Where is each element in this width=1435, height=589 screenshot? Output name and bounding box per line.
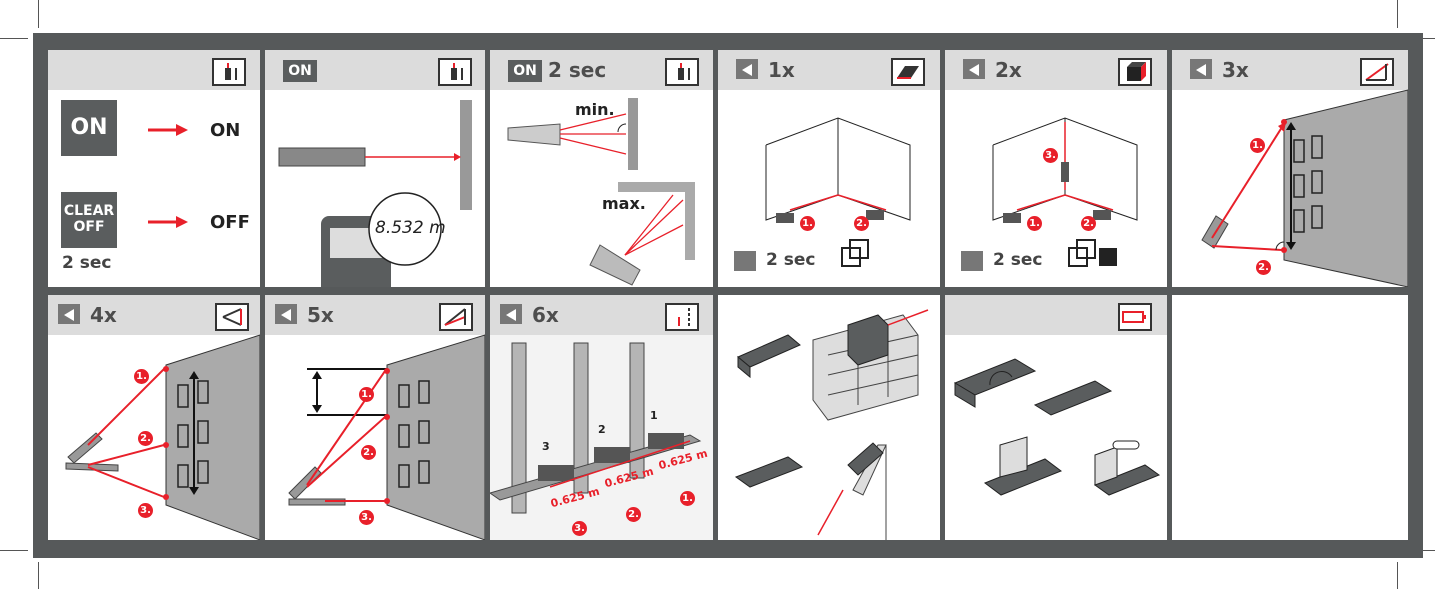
step-2-marker: 2. — [854, 216, 869, 231]
crop-mark — [38, 562, 39, 589]
step-1-marker: 1. — [680, 491, 695, 506]
battery-replacement-illustration — [953, 358, 1161, 496]
max-label: max. — [602, 194, 646, 213]
panel-partial-height: 5x 1. 2. 3. — [265, 295, 485, 540]
header-count: 6x — [532, 303, 559, 327]
step-2-marker: 2. — [138, 431, 153, 446]
laser-reference-icon — [665, 58, 699, 86]
room-illustration — [734, 117, 911, 271]
panel-battery — [945, 295, 1167, 540]
min-label: min. — [575, 100, 615, 119]
crop-mark — [1397, 562, 1398, 589]
header-count: 5x — [307, 303, 334, 327]
step-1-marker: 1. — [1250, 138, 1265, 153]
footer-duration: 2 sec — [766, 250, 816, 270]
header-count: 1x — [768, 58, 795, 82]
header-duration: 2 sec — [548, 58, 607, 82]
step-3-marker: 3. — [1043, 148, 1058, 163]
measure-illustration — [278, 100, 472, 287]
panel-area: 1x 1. 2. 2 sec — [718, 50, 940, 287]
device-mode-icon — [963, 59, 985, 79]
step-3-marker: 3. — [138, 503, 153, 518]
on-badge: ON — [283, 60, 317, 82]
volume-icon — [1118, 58, 1152, 86]
panel-on-measure: ON 8.532 m — [265, 50, 485, 287]
step-1-marker: 1. — [1027, 216, 1042, 231]
reference-positions-illustration — [734, 309, 929, 540]
device-mode-icon — [275, 304, 297, 324]
crop-mark — [1397, 0, 1398, 28]
step-1-marker: 1. — [800, 216, 815, 231]
panel-on-off: ON ON CLEAR OFF 2 sec OFF — [48, 50, 260, 287]
panel-empty — [1172, 295, 1408, 540]
battery-icon — [1118, 303, 1152, 331]
off-result-label: OFF — [210, 212, 250, 233]
stakeout-icon — [665, 303, 699, 331]
panel-stakeout: 6x 3 2 1 0.625 m 0.625 m 0.625 m 1. 2. 3… — [490, 295, 713, 540]
step-3-marker: 3. — [359, 510, 374, 525]
device-mode-icon — [736, 59, 758, 79]
header-count: 3x — [1222, 58, 1249, 82]
step-2-marker: 2. — [1081, 216, 1096, 231]
studwall-illustration — [490, 335, 713, 540]
header-count: 4x — [90, 303, 117, 327]
clear-label: CLEAR — [63, 203, 115, 219]
device-mode-icon — [500, 304, 522, 324]
indirect-height-icon — [1360, 58, 1394, 86]
arrow-graphics — [148, 124, 188, 228]
min-max-illustration — [507, 98, 695, 286]
manual-frame: ON ON CLEAR OFF 2 sec OFF ON — [33, 33, 1423, 558]
on-button: ON — [61, 100, 117, 156]
building-illustration — [65, 334, 260, 540]
panel-triangle: 4x 1. 2. 3. — [48, 295, 260, 540]
device-mode-icon — [58, 304, 80, 324]
clear-duration: 2 sec — [62, 253, 112, 273]
building-illustration — [1201, 89, 1408, 287]
step-2-marker: 2. — [626, 507, 641, 522]
laser-reference-icon — [438, 58, 472, 86]
room-illustration — [961, 117, 1138, 271]
display-reading: 8.532 m — [375, 218, 446, 238]
crop-mark — [0, 38, 28, 39]
crop-mark — [38, 0, 39, 28]
clear-off-button: CLEAR OFF — [61, 192, 117, 248]
step-3-marker: 3. — [572, 521, 587, 536]
laser-reference-icon — [212, 58, 246, 86]
area-icon — [891, 58, 925, 86]
step-2-marker: 2. — [361, 445, 376, 460]
triangle-angle-icon — [215, 303, 249, 331]
post-number-3: 3 — [542, 440, 550, 453]
off-label: OFF — [73, 219, 105, 235]
header-count: 2x — [995, 58, 1022, 82]
panel-volume: 2x 1. 2. 3. 2 sec — [945, 50, 1167, 287]
device-mode-icon — [1190, 59, 1212, 79]
post-number-1: 1 — [650, 409, 658, 422]
step-1-marker: 1. — [359, 387, 374, 402]
step-2-marker: 2. — [1256, 260, 1271, 275]
panel-indirect-height: 3x 1. 2. — [1172, 50, 1408, 287]
partial-height-icon — [439, 303, 473, 331]
panel-min-max: ON 2 sec min. max. — [490, 50, 713, 287]
on-result-label: ON — [210, 120, 241, 141]
on-badge: ON — [508, 60, 542, 82]
panel-reference-positions — [718, 295, 940, 540]
step-1-marker: 1. — [134, 369, 149, 384]
footer-duration: 2 sec — [993, 250, 1043, 270]
building-illustration — [288, 334, 485, 540]
crop-mark — [0, 550, 28, 551]
post-number-2: 2 — [598, 423, 606, 436]
